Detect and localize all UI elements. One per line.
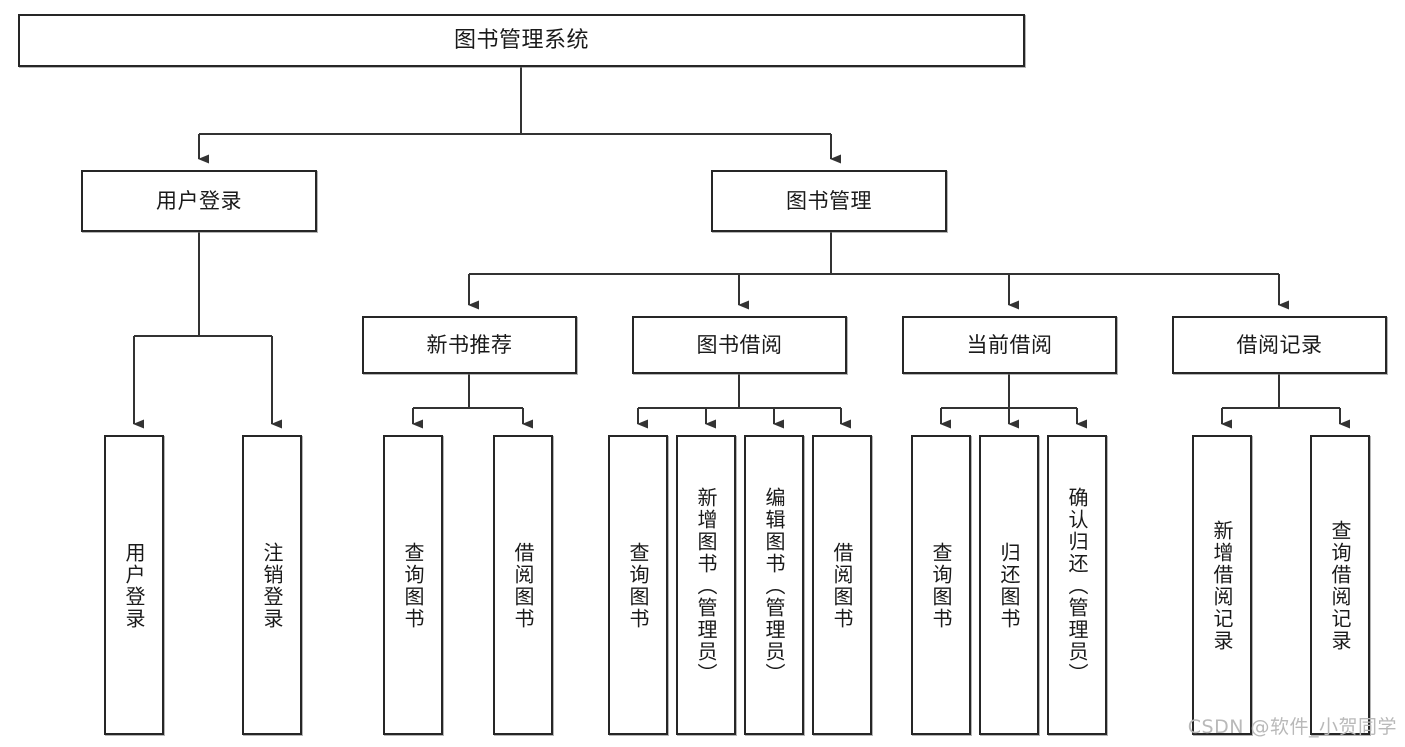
node-book-borrow[interactable]: 图书借阅 — [632, 316, 847, 374]
leaf-book-borrow-borrow-book[interactable]: 借阅图书 — [812, 435, 872, 735]
node-label: 新增借阅记录 — [1210, 520, 1234, 652]
node-label: 查询图书 — [929, 542, 953, 630]
node-user-login[interactable]: 用户登录 — [81, 170, 317, 232]
node-label: 图书借阅 — [696, 332, 783, 357]
node-label: 图书管理 — [786, 188, 872, 213]
leaf-user-login-logout[interactable]: 注销登录 — [242, 435, 302, 735]
leaf-book-borrow-add-book-admin[interactable]: 新增图书（管理员） — [676, 435, 736, 735]
node-label: 借阅记录 — [1236, 332, 1323, 357]
leaf-current-borrow-confirm-return-admin[interactable]: 确认归还（管理员） — [1047, 435, 1107, 735]
leaf-new-book-borrow-book[interactable]: 借阅图书 — [493, 435, 553, 735]
leaf-current-borrow-return-book[interactable]: 归还图书 — [979, 435, 1039, 735]
node-label: 图书管理系统 — [453, 27, 589, 53]
watermark: CSDN @软件_小贺同学 — [1187, 716, 1397, 738]
node-label: 借阅图书 — [830, 542, 854, 630]
node-new-book-recommend[interactable]: 新书推荐 — [362, 316, 577, 374]
node-root-book-management-system[interactable]: 图书管理系统 — [18, 14, 1025, 67]
node-label: 查询图书 — [626, 542, 650, 630]
leaf-new-book-query-book[interactable]: 查询图书 — [383, 435, 443, 735]
leaf-user-login-login[interactable]: 用户登录 — [104, 435, 164, 735]
node-borrow-record[interactable]: 借阅记录 — [1172, 316, 1387, 374]
node-label: 用户登录 — [122, 542, 146, 630]
node-label: 查询借阅记录 — [1328, 520, 1352, 652]
node-book-management[interactable]: 图书管理 — [711, 170, 947, 232]
leaf-current-borrow-query-book[interactable]: 查询图书 — [911, 435, 971, 735]
node-label: 确认归还（管理员） — [1065, 487, 1089, 685]
node-label: 注销登录 — [260, 542, 284, 630]
node-label: 新书推荐 — [426, 332, 513, 357]
node-label: 查询图书 — [401, 542, 425, 630]
node-label: 新增图书（管理员） — [694, 487, 718, 685]
node-label: 借阅图书 — [511, 542, 535, 630]
leaf-borrow-record-query-record[interactable]: 查询借阅记录 — [1310, 435, 1370, 735]
node-current-borrow[interactable]: 当前借阅 — [902, 316, 1117, 374]
node-label: 用户登录 — [156, 188, 242, 213]
node-label: 当前借阅 — [966, 332, 1053, 357]
node-label: 编辑图书（管理员） — [762, 487, 786, 685]
node-label: 归还图书 — [997, 542, 1021, 630]
leaf-book-borrow-query-book[interactable]: 查询图书 — [608, 435, 668, 735]
leaf-book-borrow-edit-book-admin[interactable]: 编辑图书（管理员） — [744, 435, 804, 735]
leaf-borrow-record-add-record[interactable]: 新增借阅记录 — [1192, 435, 1252, 735]
